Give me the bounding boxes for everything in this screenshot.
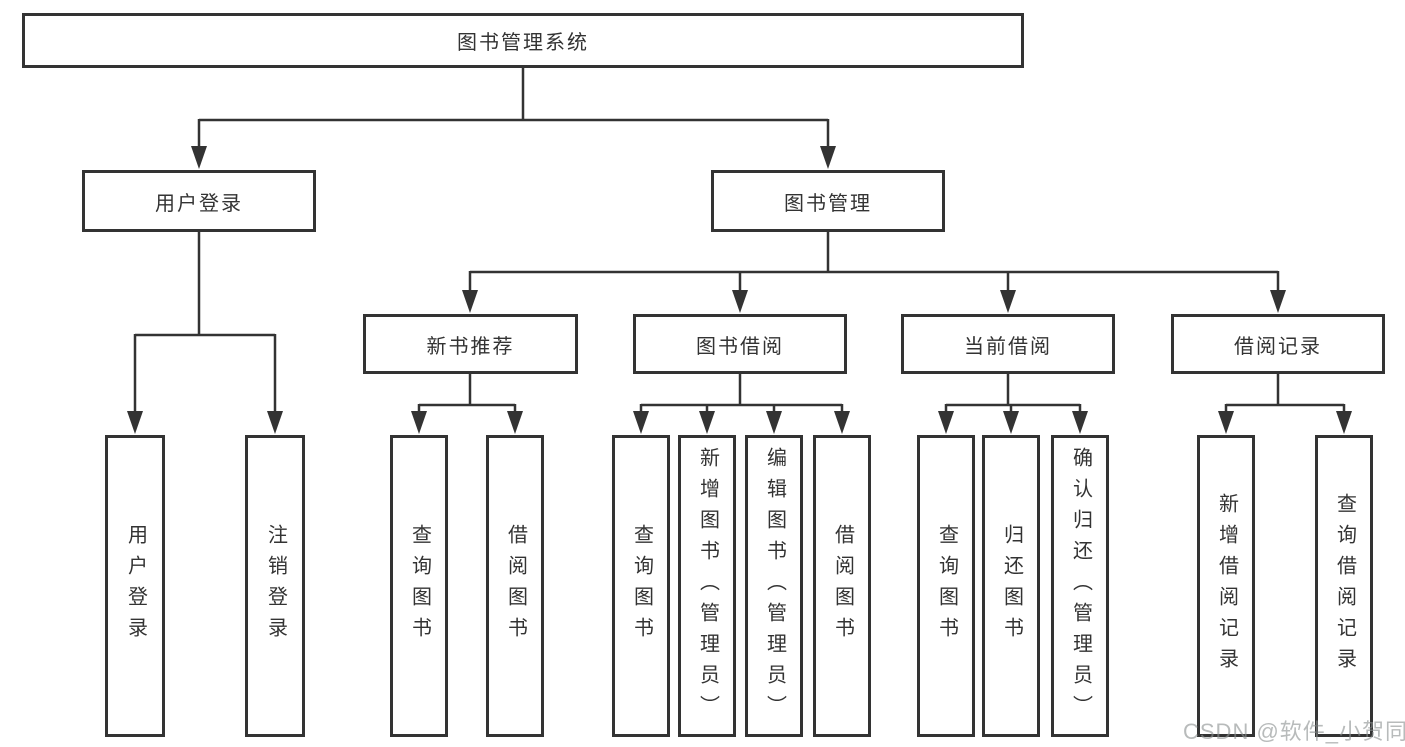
leaf-borrowing-query-books: 查询图书 [612, 435, 670, 737]
node-label: 图书借阅 [696, 335, 784, 358]
node-label: 新书推荐 [426, 335, 515, 358]
leaf-records-query-record: 查询借阅记录 [1315, 435, 1373, 737]
node-label: 注销登录 [264, 524, 287, 648]
leaf-user-login: 用户登录 [105, 435, 165, 737]
leaf-recommend-borrow-books: 借阅图书 [486, 435, 544, 737]
node-label: 查询图书 [630, 524, 653, 648]
node-book-borrowing: 图书借阅 [633, 314, 847, 374]
leaf-borrowing-edit-books-admin: 编辑图书（管理员） [745, 435, 803, 737]
node-label: 借阅记录 [1234, 335, 1322, 358]
node-user-login: 用户登录 [82, 170, 316, 232]
leaf-current-query-books: 查询图书 [917, 435, 975, 737]
csdn-watermark: CSDN @软件_小贺同学 [1183, 719, 1405, 744]
node-label: 借阅图书 [831, 524, 854, 648]
node-borrow-records: 借阅记录 [1171, 314, 1385, 374]
leaf-borrowing-add-books-admin: 新增图书（管理员） [678, 435, 736, 737]
node-label: 当前借阅 [964, 335, 1052, 358]
node-label: 图书管理系统 [457, 32, 589, 54]
node-label: 查询图书 [935, 524, 958, 648]
node-label: 编辑图书（管理员） [763, 446, 786, 726]
node-label: 新增图书（管理员） [696, 446, 719, 726]
node-label: 查询借阅记录 [1333, 493, 1356, 679]
leaf-records-add-record: 新增借阅记录 [1197, 435, 1255, 737]
leaf-recommend-query-books: 查询图书 [390, 435, 448, 737]
leaf-logout: 注销登录 [245, 435, 305, 737]
node-library-management-system: 图书管理系统 [22, 13, 1024, 68]
node-label: 确认归还（管理员） [1069, 446, 1092, 726]
node-book-management: 图书管理 [711, 170, 945, 232]
node-label: 借阅图书 [504, 524, 527, 648]
node-label: 用户登录 [124, 524, 147, 648]
node-label: 新增借阅记录 [1215, 493, 1238, 679]
node-current-borrowing: 当前借阅 [901, 314, 1115, 374]
node-new-book-recommend: 新书推荐 [363, 314, 578, 374]
node-label: 查询图书 [408, 524, 431, 648]
leaf-current-confirm-return-admin: 确认归还（管理员） [1051, 435, 1109, 737]
node-label: 用户登录 [155, 192, 243, 215]
node-label: 图书管理 [784, 192, 872, 215]
leaf-borrowing-borrow-books: 借阅图书 [813, 435, 871, 737]
leaf-current-return-books: 归还图书 [982, 435, 1040, 737]
arrowheads [127, 146, 1352, 434]
node-label: 归还图书 [1000, 524, 1023, 648]
